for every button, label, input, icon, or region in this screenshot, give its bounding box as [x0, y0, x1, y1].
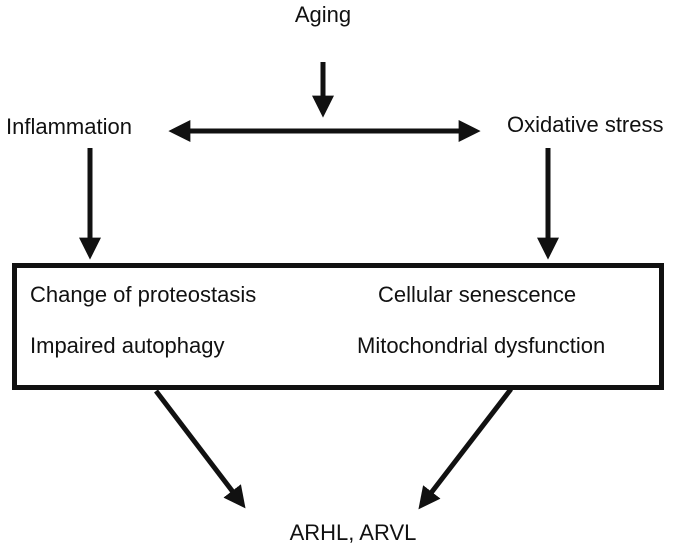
mechanism-box: Change of proteostasis Cellular senescen…	[12, 263, 664, 390]
node-inflammation: Inflammation	[6, 114, 132, 139]
box-item-impaired-autophagy: Impaired autophagy	[30, 333, 225, 358]
node-aging: Aging	[294, 2, 352, 27]
box-item-change-of-proteostasis: Change of proteostasis	[30, 282, 257, 307]
node-oxidative-stress: Oxidative stress	[507, 112, 664, 137]
box-item-mitochondrial-dysfunction: Mitochondrial dysfunction	[357, 333, 606, 358]
arrow-box-to-outcome-left	[154, 389, 246, 509]
box-item-cellular-senescence: Cellular senescence	[378, 282, 577, 307]
node-outcome-arhl-arvl: ARHL, ARVL	[289, 520, 417, 545]
arrow-box-to-outcome-right	[418, 387, 513, 510]
